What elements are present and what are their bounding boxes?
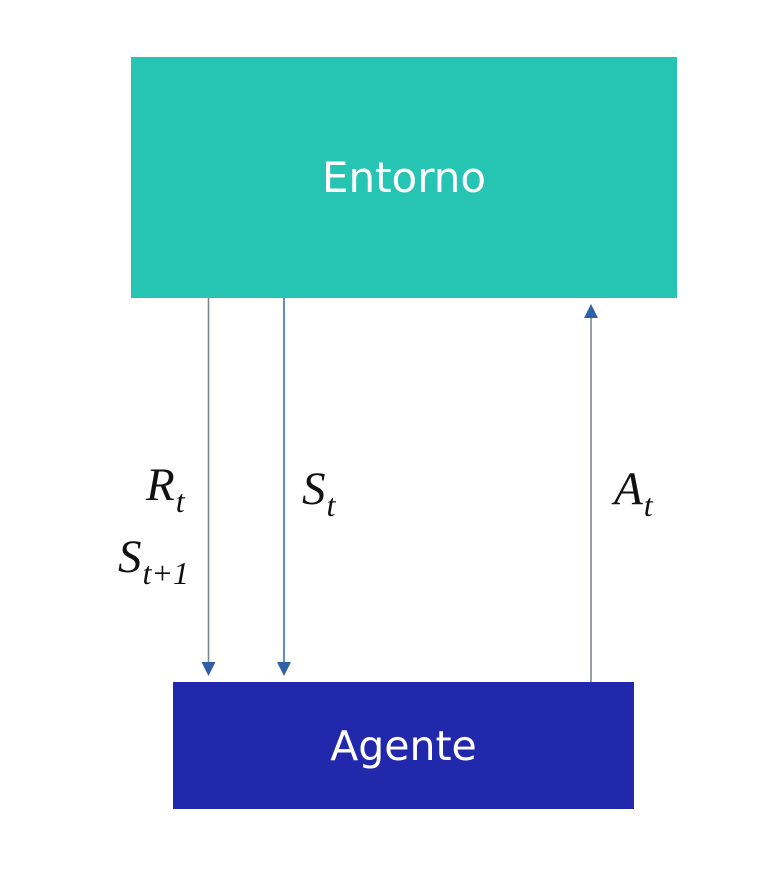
state-arrow — [277, 298, 291, 676]
reward-next-state-arrow — [201, 298, 216, 676]
state-subscript: t — [326, 487, 336, 523]
action-arrow — [584, 304, 598, 682]
next-state-subscript: t+1 — [142, 555, 189, 591]
state-label: St — [302, 463, 336, 523]
reward-subscript: t — [175, 483, 185, 519]
reward-symbol: R — [146, 459, 175, 511]
agent-box: Agente — [173, 682, 634, 809]
reward-label: Rt — [146, 459, 185, 519]
environment-label: Entorno — [321, 153, 487, 202]
state-symbol: S — [302, 463, 326, 515]
environment-box: Entorno — [131, 57, 677, 298]
next-state-label: St+1 — [118, 531, 189, 591]
next-state-symbol: S — [118, 531, 142, 583]
action-symbol: A — [614, 463, 643, 515]
action-subscript: t — [643, 487, 653, 523]
agent-label: Agente — [330, 721, 477, 770]
action-label: At — [614, 463, 653, 523]
